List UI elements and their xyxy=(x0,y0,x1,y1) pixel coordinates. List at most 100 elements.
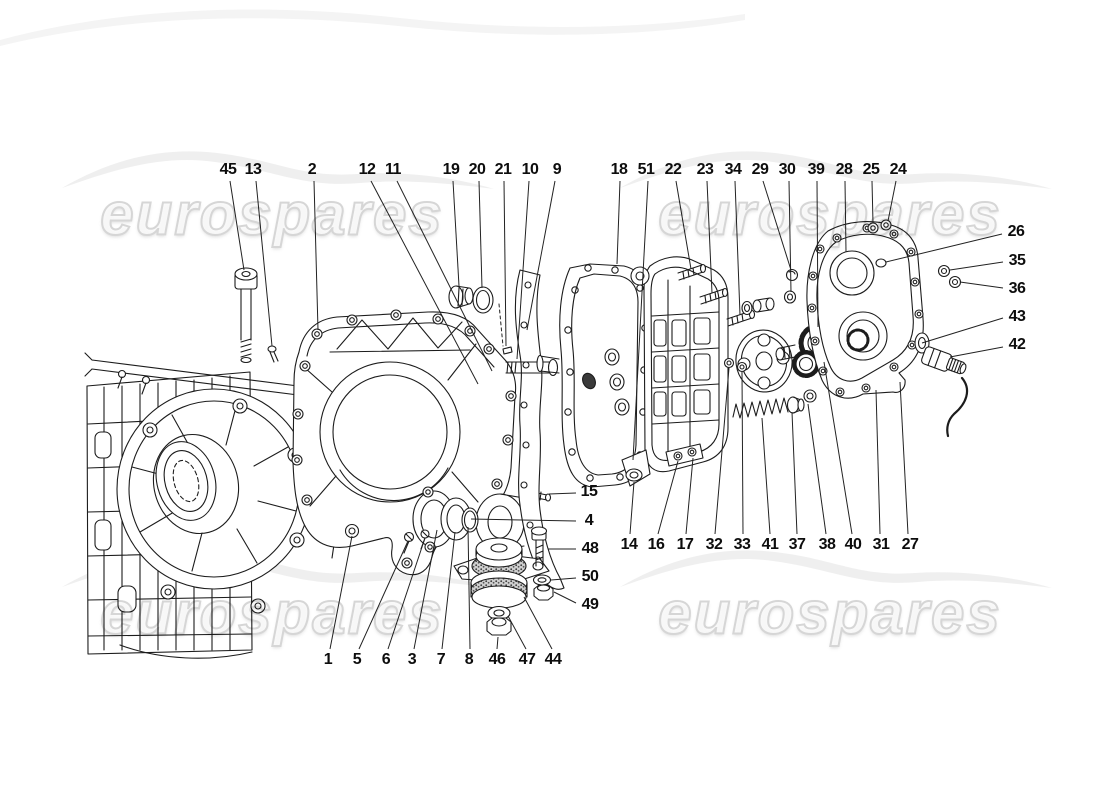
cover-plate-art xyxy=(806,219,962,399)
input-shaft-art xyxy=(498,303,559,377)
leader-line-29 xyxy=(762,180,792,271)
leader-line-24 xyxy=(887,180,897,222)
ring-20-art xyxy=(472,286,494,314)
leader-line-22 xyxy=(675,180,692,270)
part-number-9: 9 xyxy=(552,161,562,178)
leader-line-21 xyxy=(503,180,507,347)
part-number-13: 13 xyxy=(244,161,262,178)
part-number-19: 19 xyxy=(442,161,460,178)
part-number-32: 32 xyxy=(705,536,723,553)
leader-line-34 xyxy=(734,180,741,316)
engine-mount-art xyxy=(453,537,550,636)
part-number-15: 15 xyxy=(580,483,598,500)
leader-line-15 xyxy=(548,492,577,495)
bolt-45-art xyxy=(234,267,258,364)
spring-41-art xyxy=(732,389,817,419)
part-number-49: 49 xyxy=(581,596,599,613)
part-number-46: 46 xyxy=(488,651,506,668)
leader-line-19 xyxy=(452,180,460,287)
leader-line-47 xyxy=(507,615,527,650)
leader-line-10 xyxy=(516,180,530,360)
leader-line-1 xyxy=(329,535,353,650)
part-number-4: 4 xyxy=(584,512,594,529)
leader-line-25 xyxy=(871,180,874,224)
part-number-30: 30 xyxy=(778,161,796,178)
leader-line-11 xyxy=(396,180,493,372)
part-number-27: 27 xyxy=(901,536,919,553)
leader-line-42 xyxy=(949,346,1004,358)
part-number-51: 51 xyxy=(637,161,655,178)
part-number-8: 8 xyxy=(464,651,474,668)
part-number-3: 3 xyxy=(407,651,417,668)
leader-line-2 xyxy=(313,180,319,331)
leader-line-38 xyxy=(807,403,827,535)
part-number-39: 39 xyxy=(807,161,825,178)
leader-line-43 xyxy=(921,317,1004,344)
leader-line-50 xyxy=(550,577,577,581)
bolt-48-art xyxy=(530,526,548,567)
leader-line-44 xyxy=(523,596,553,650)
leader-line-37 xyxy=(791,411,798,535)
leader-line-8 xyxy=(467,526,471,650)
leader-line-6 xyxy=(387,537,426,650)
part-number-28: 28 xyxy=(835,161,853,178)
part-number-43: 43 xyxy=(1008,308,1026,325)
part-number-17: 17 xyxy=(676,536,694,553)
part-number-36: 36 xyxy=(1008,280,1026,297)
leader-line-49 xyxy=(553,591,577,604)
part-number-21: 21 xyxy=(494,161,512,178)
leader-line-28 xyxy=(844,180,847,253)
part-number-20: 20 xyxy=(468,161,486,178)
part-number-45: 45 xyxy=(219,161,237,178)
leader-line-26 xyxy=(885,233,1003,263)
leader-line-46 xyxy=(496,636,499,650)
part-number-18: 18 xyxy=(610,161,628,178)
part-number-5: 5 xyxy=(352,651,362,668)
part-number-47: 47 xyxy=(518,651,536,668)
part-number-29: 29 xyxy=(751,161,769,178)
leader-line-18 xyxy=(616,180,621,265)
part-number-10: 10 xyxy=(521,161,539,178)
rear-casing-art xyxy=(621,256,729,487)
part-number-35: 35 xyxy=(1008,252,1026,269)
leader-line-17 xyxy=(685,457,694,535)
part-number-38: 38 xyxy=(818,536,836,553)
part-number-40: 40 xyxy=(844,536,862,553)
key-21 xyxy=(502,346,513,355)
leader-line-40 xyxy=(823,361,853,535)
cover-bolt-holes xyxy=(807,223,924,397)
part-number-31: 31 xyxy=(872,536,890,553)
left-housing-art xyxy=(86,371,312,659)
part-number-41: 41 xyxy=(761,536,779,553)
washer-50-nut-49-art xyxy=(532,574,554,601)
part-number-16: 16 xyxy=(647,536,665,553)
leader-line-27 xyxy=(899,381,909,535)
part-number-42: 42 xyxy=(1008,336,1026,353)
part-number-48: 48 xyxy=(581,540,599,557)
part-number-14: 14 xyxy=(620,536,638,553)
part-number-6: 6 xyxy=(381,651,391,668)
sensor-cable-art xyxy=(946,376,969,438)
leader-line-7 xyxy=(441,531,456,650)
part-number-23: 23 xyxy=(696,161,714,178)
part-number-26: 26 xyxy=(1007,223,1025,240)
leader-line-16 xyxy=(657,460,679,535)
leader-line-12 xyxy=(370,180,479,385)
washers-32-33-art xyxy=(723,357,748,373)
part-number-7: 7 xyxy=(436,651,446,668)
leader-line-35 xyxy=(949,261,1004,271)
leader-line-32 xyxy=(714,367,730,535)
leader-line-41 xyxy=(761,417,771,535)
leader-line-4 xyxy=(470,518,577,522)
top-swoosh xyxy=(0,9,745,46)
part-number-1: 1 xyxy=(323,651,333,668)
part-number-50: 50 xyxy=(581,568,599,585)
leader-line-20 xyxy=(478,180,483,289)
flange-bolt-holes xyxy=(291,309,517,569)
leader-line-30 xyxy=(788,180,792,293)
leader-line-39 xyxy=(816,180,819,328)
part-number-12: 12 xyxy=(358,161,376,178)
